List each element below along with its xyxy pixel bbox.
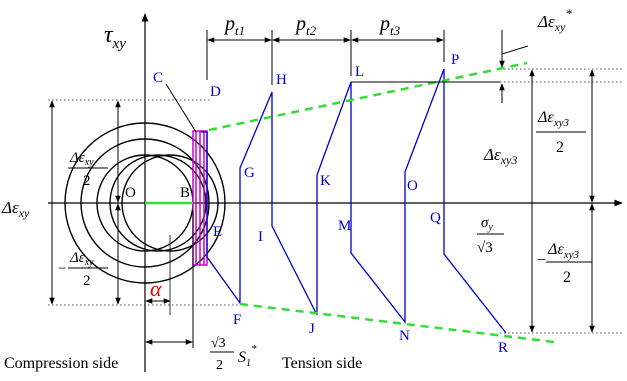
bottom-dimensions (144, 210, 194, 348)
svg-text:2: 2 (563, 269, 571, 286)
point-label-d: D (210, 84, 221, 100)
left-half-negative-fraction: − Δεxy 2 (58, 250, 108, 289)
point-label-e: E (213, 224, 222, 240)
lower-envelope (239, 302, 555, 344)
shift-fraction: √3 2 S1* (210, 336, 257, 373)
svg-text:Δεxy: Δεxy (69, 250, 94, 268)
point-labels: C D E F G H I J K L M N O P Q R O B (125, 52, 508, 356)
point-label-g: G (244, 165, 255, 181)
point-label-n: N (399, 328, 410, 344)
yield-stress-fraction: σy √3 (477, 215, 504, 256)
alpha-label: α (150, 276, 162, 301)
yield-circle-5 (64, 122, 226, 284)
point-label-r: R (498, 340, 508, 356)
point-label-i: I (258, 229, 263, 245)
yield-circle-2 (109, 154, 207, 252)
left-half-positive-fraction: Δεxy 2 (68, 150, 108, 189)
point-label-k: K (320, 173, 331, 189)
svg-text:−: − (537, 252, 546, 269)
point-label-h: H (276, 72, 287, 88)
right-half-positive-fraction: Δεxy3 2 (536, 109, 586, 156)
svg-text:√3: √3 (211, 336, 226, 351)
yield-band (192, 130, 208, 266)
left-dimensions (49, 100, 121, 305)
guide-lines (48, 68, 622, 334)
yield-circle-4 (80, 138, 210, 268)
point-label-origin: O (125, 185, 136, 201)
compression-side-label: Compression side (4, 355, 118, 372)
svg-text:Δεxy3: Δεxy3 (547, 241, 579, 261)
point-label-c: C (153, 70, 163, 86)
strain-offset-label: Δεxy* (537, 6, 572, 34)
svg-text:Δεxy: Δεxy (69, 150, 94, 168)
point-label-m: M (338, 218, 351, 234)
svg-text:σy: σy (481, 215, 493, 233)
point-label-j: J (309, 321, 315, 337)
interval-label-1: pt1 (223, 13, 245, 38)
point-label-l: L (355, 64, 364, 80)
right-range-label: Δεxy3 (483, 145, 517, 167)
svg-text:Δεxy3: Δεxy3 (537, 109, 569, 129)
left-range-label: Δεxy (1, 198, 30, 220)
point-label-f: F (233, 312, 241, 328)
loading-path (201, 68, 507, 334)
tau-axis-label: τxy (104, 22, 126, 52)
svg-text:2: 2 (83, 173, 91, 189)
svg-text:2: 2 (83, 273, 91, 289)
yield-circles (64, 122, 226, 284)
envelope-lines (208, 61, 555, 344)
point-label-q: Q (430, 210, 441, 226)
interval-label-3: pt3 (378, 13, 401, 38)
c-leader-line (165, 83, 197, 133)
svg-text:√3: √3 (477, 240, 493, 256)
point-label-b: B (180, 185, 190, 201)
upper-envelope (208, 61, 528, 132)
svg-text:S1*: S1* (238, 343, 257, 369)
point-label-p: P (451, 52, 459, 68)
point-label-o: O (407, 178, 418, 194)
right-half-negative-fraction: − Δεxy3 2 (537, 241, 592, 286)
svg-text:2: 2 (556, 139, 564, 156)
right-dimensions (499, 30, 595, 333)
interval-dimensions (206, 30, 445, 85)
svg-text:−: − (58, 261, 66, 277)
tension-side-label: Tension side (282, 355, 362, 372)
svg-text:2: 2 (216, 358, 223, 373)
interval-label-2: pt2 (294, 13, 317, 38)
